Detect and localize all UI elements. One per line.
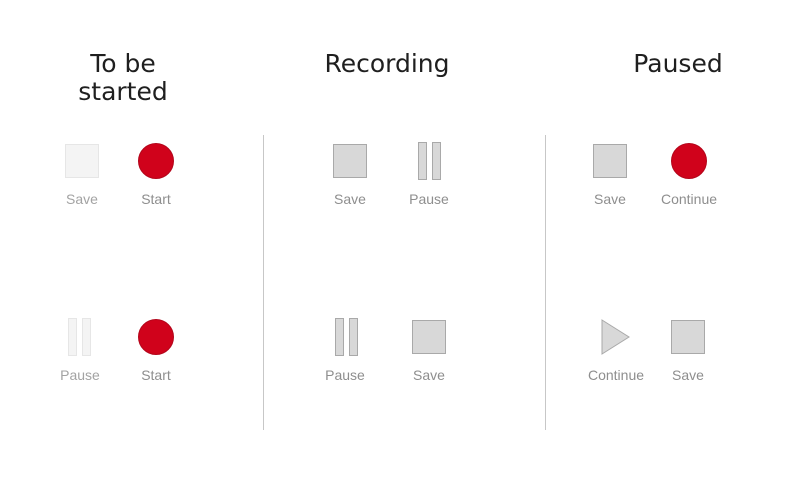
record-icon	[137, 142, 175, 180]
save-button[interactable]: Save	[570, 142, 650, 207]
continue-button[interactable]: Continue	[576, 318, 656, 383]
record-icon	[670, 142, 708, 180]
save-button-label: Save	[594, 191, 626, 207]
column-title-paused: Paused	[633, 49, 723, 78]
start-button[interactable]: Start	[116, 142, 196, 207]
column-title-recording: Recording	[324, 49, 450, 78]
continue-button-label: Continue	[587, 367, 645, 383]
continue-button[interactable]: Continue	[649, 142, 729, 207]
save-button[interactable]: Save	[42, 142, 122, 207]
save-button-label: Save	[672, 367, 704, 383]
play-icon	[597, 318, 635, 356]
start-button-label: Start	[141, 367, 171, 383]
save-button-label: Save	[334, 191, 366, 207]
save-button[interactable]: Save	[310, 142, 390, 207]
pause-button[interactable]: Pause	[305, 318, 385, 383]
column-divider	[545, 135, 546, 430]
pause-icon	[61, 318, 99, 356]
stop-square-icon	[331, 142, 369, 180]
save-button[interactable]: Save	[648, 318, 728, 383]
save-button[interactable]: Save	[389, 318, 469, 383]
start-button-label: Start	[141, 191, 171, 207]
record-icon	[137, 318, 175, 356]
continue-button-label: Continue	[660, 191, 718, 207]
column-title-to-be-started: To be started	[78, 49, 168, 106]
stop-square-icon	[410, 318, 448, 356]
start-button[interactable]: Start	[116, 318, 196, 383]
pause-button[interactable]: Pause	[40, 318, 120, 383]
stop-square-icon	[591, 142, 629, 180]
save-button-label: Save	[413, 367, 445, 383]
pause-button[interactable]: Pause	[389, 142, 469, 207]
pause-button-label: Pause	[409, 191, 449, 207]
pause-button-label: Pause	[325, 367, 365, 383]
pause-icon	[326, 318, 364, 356]
pause-icon	[410, 142, 448, 180]
pause-button-label: Pause	[60, 367, 100, 383]
stop-square-icon	[63, 142, 101, 180]
save-button-label: Save	[66, 191, 98, 207]
stop-square-icon	[669, 318, 707, 356]
column-divider	[263, 135, 264, 430]
